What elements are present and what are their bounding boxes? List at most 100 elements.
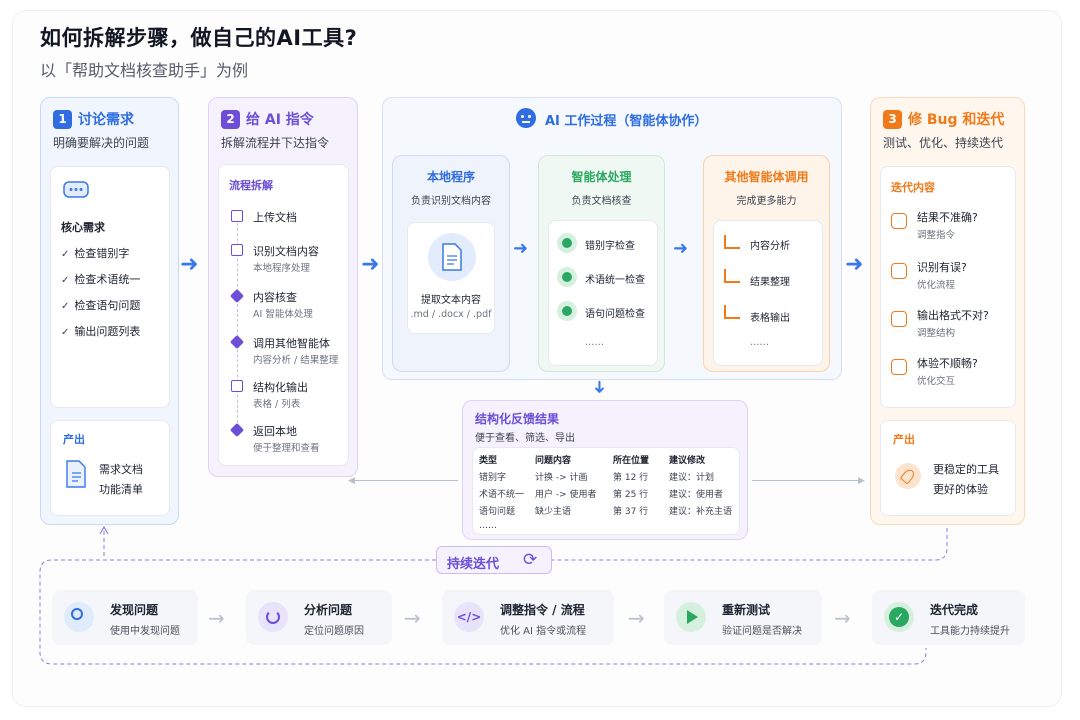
table-header-row: 类型问题内容所在位置建议修改 [479, 456, 706, 466]
agent-checks-card: 错别字检查 术语统一检查 语句问题检查 …… [548, 220, 658, 366]
output-title: 产出 [63, 433, 85, 446]
check-circle-icon: ✓ [884, 602, 914, 632]
capability-item: 结果整理 [750, 277, 790, 288]
iteration-question: 结果不准确? [917, 211, 978, 224]
flow-arrow: ➜ [513, 238, 529, 259]
other-agents-box: 其他智能体调用 完成更多能力 内容分析 结果整理 表格输出 …… [703, 155, 830, 372]
robot-icon [516, 108, 536, 128]
loop-step-title: 迭代完成 [930, 603, 979, 617]
output-title: 产出 [893, 433, 915, 446]
output-card: 产出 更稳定的工具 更好的体验 [880, 420, 1016, 516]
file-icon [428, 233, 476, 281]
sentence-check-icon [557, 301, 577, 321]
other-agents-title: 其他智能体调用 [724, 170, 809, 184]
table-row: 错别字计换 -> 计画第 12 行建议：计划 [479, 473, 715, 483]
rocket-icon [895, 463, 921, 489]
output-line: 更好的体验 [933, 483, 988, 496]
flow-arrow: → [208, 606, 225, 630]
chat-bubble-icon [63, 181, 89, 198]
column-subtitle: 明确要解决的问题 [53, 136, 150, 150]
fix-and-iterate-column: 3 修 Bug 和迭代 测试、优化、持续迭代 迭代内容 结果不准确? 调整指令 识… [870, 97, 1025, 525]
flow-arrow: ➜ [361, 252, 380, 277]
output-line: 更稳定的工具 [933, 463, 999, 476]
core-requirements-card: 核心需求 ✓检查错别字 ✓检查术语统一 ✓检查语句问题 ✓输出问题列表 [50, 166, 170, 408]
arrowhead-left: ◀ [348, 476, 355, 486]
file-formats: .md / .docx / .pdf [410, 309, 492, 320]
page-subtitle: 以「帮助文档核查助手」为例 [40, 61, 249, 80]
column-subtitle: 测试、优化、持续迭代 [883, 136, 1004, 150]
refresh-icon: ⟳ [523, 550, 538, 570]
capability-item: 内容分析 [750, 241, 790, 252]
arrowhead-right: ▶ [858, 476, 865, 486]
code-icon: </> [454, 602, 484, 632]
local-program-title: 本地程序 [426, 170, 475, 184]
format-icon [891, 311, 907, 327]
loop-step-desc: 工具能力持续提升 [930, 626, 1010, 637]
column-title: 修 Bug 和迭代 [908, 112, 1005, 128]
extract-text-card: 提取文本内容 .md / .docx / .pdf [407, 222, 495, 334]
core-requirements-title: 核心需求 [61, 221, 105, 234]
other-agents-card: 内容分析 结果整理 表格输出 …… [713, 220, 823, 366]
flow-breakdown-card: 流程拆解 上传文档 识别文档内容 本地程序处理 内容核查 AI 智能体处理 调用… [218, 164, 349, 466]
iteration-action: 调整结构 [917, 328, 956, 339]
iteration-action: 调整指令 [917, 230, 956, 241]
capability-item: 表格输出 [750, 313, 790, 324]
ai-instructions-column: 2 给 AI 指令 拆解流程并下达指令 流程拆解 上传文档 识别文档内容 本地程序… [208, 97, 358, 477]
loop-step-title: 发现问题 [110, 603, 159, 617]
iteration-question: 识别有误? [917, 261, 967, 274]
table-row: 语句问题缺少主语第 37 行建议：补充主语 [479, 507, 733, 517]
check-item: 语句问题检查 [585, 309, 645, 320]
loop-step-desc: 验证问题是否解决 [722, 626, 802, 637]
step-number-badge: 1 [53, 109, 72, 129]
trend-icon [724, 269, 740, 283]
column-subtitle: 拆解流程并下达指令 [221, 136, 330, 150]
loop-step-retest: 重新测试 验证问题是否解决 [664, 590, 822, 645]
wrench-icon [891, 263, 907, 279]
requirement-item: ✓检查错别字 [61, 247, 130, 260]
local-program-box: 本地程序 负责识别文档内容 提取文本内容 .md / .docx / .pdf [392, 155, 510, 372]
flow-arrow: → [628, 606, 645, 630]
continuous-iteration-label: 持续迭代 [447, 557, 500, 572]
more-ellipsis: …… [585, 337, 604, 348]
agent-processing-title: 智能体处理 [571, 170, 632, 184]
agent-processing-subtitle: 负责文档核查 [571, 196, 632, 207]
iteration-action: 优化交互 [917, 376, 956, 387]
iteration-title: 迭代内容 [891, 181, 935, 194]
pie-chart-icon [258, 602, 288, 632]
iteration-question: 体验不顺畅? [917, 357, 978, 370]
connector-line [352, 480, 458, 481]
output-line: 需求文档 [99, 463, 143, 476]
connector-line [752, 480, 862, 481]
iteration-question: 输出格式不对? [917, 309, 989, 322]
requirement-item: ✓输出问题列表 [61, 325, 141, 338]
flow-arrow: → [834, 606, 851, 630]
pointer-icon [891, 359, 907, 375]
loop-step-desc: 使用中发现问题 [110, 626, 180, 637]
result-table: 类型问题内容所在位置建议修改 错别字计换 -> 计画第 12 行建议：计划 术语… [475, 451, 736, 533]
continuous-iteration-badge: 持续迭代 ⟳ [436, 546, 552, 574]
structured-result-box: 结构化反馈结果 便于查看、筛选、导出 类型问题内容所在位置建议修改 错别字计换 … [462, 400, 748, 540]
ai-process-title: AI 工作过程（智能体协作） [545, 114, 708, 129]
term-check-icon [557, 267, 577, 287]
local-program-subtitle: 负责识别文档内容 [411, 196, 491, 207]
check-item: 术语统一检查 [585, 275, 645, 286]
result-title: 结构化反馈结果 [475, 412, 560, 426]
output-file-icon [231, 380, 243, 392]
requirement-item: ✓检查术语统一 [61, 273, 141, 286]
flow-arrow: ➜ [845, 252, 864, 277]
loop-step-desc: 定位问题原因 [304, 626, 364, 637]
iteration-content-card: 迭代内容 结果不准确? 调整指令 识别有误? 优化流程 输出格式不对? 调整结构… [880, 166, 1016, 408]
loop-step-desc: 优化 AI 指令或流程 [500, 626, 587, 637]
chart-icon [724, 235, 740, 249]
step-number-badge: 2 [221, 109, 240, 129]
iteration-action: 优化流程 [917, 280, 956, 291]
column-title: 给 AI 指令 [246, 112, 314, 128]
flow-arrow: → [404, 606, 421, 630]
flow-arrow: ➜ [673, 238, 689, 259]
timeline-line [237, 213, 238, 433]
step-number-badge: 3 [883, 109, 902, 129]
other-agents-subtitle: 完成更多能力 [736, 196, 797, 207]
output-card: 产出 需求文档 功能清单 [50, 420, 170, 516]
flow-breakdown-title: 流程拆解 [229, 179, 273, 192]
